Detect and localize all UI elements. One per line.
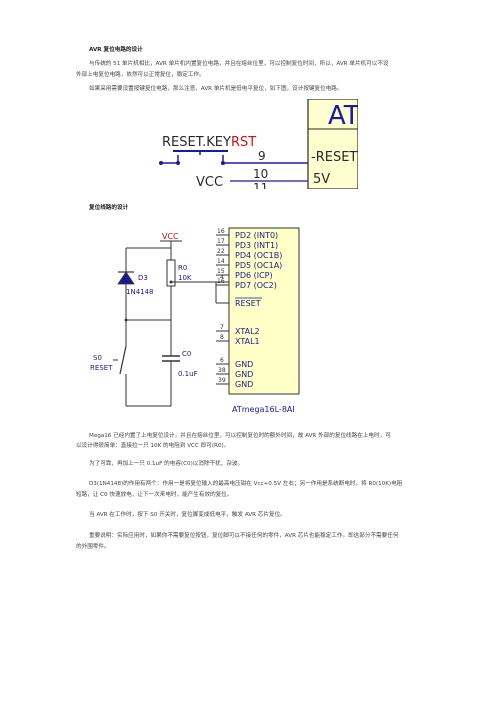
s0-label: S0 <box>93 354 102 362</box>
pin-label: PD4 (OC1B) <box>235 251 282 260</box>
r0-label: R0 <box>178 264 187 272</box>
xtal2-pin-number: 7 <box>220 324 224 331</box>
switch-s0-symbol <box>119 345 127 375</box>
pin-9: 9 <box>258 149 266 163</box>
doc-title: AVR 复位电路的设计 <box>89 47 143 53</box>
reset-pin-label: RESET <box>235 299 261 308</box>
reset-key-schematic: AT -RESET 5V RESET.KEY RST 9 10 11 VCC <box>159 98 360 195</box>
c0-label: C0 <box>182 350 191 358</box>
rst-net-label: RST <box>231 135 256 150</box>
reset-circuit-figure: VCC D3 1N4148 R0 10K S0 RESET C0 <box>86 224 302 416</box>
paragraph-6: 当 AVR 在工作时，按下 S0 开关时，复位脚变成低电平，触发 AVR 芯片复… <box>89 512 286 518</box>
port-d-pins: 16 17 22 14 15 16 PD2 (INT0) PD3 (INT1) … <box>216 228 282 290</box>
r0-value-label: 10K <box>178 274 192 282</box>
paragraph-1-line-1: 与传统的 51 单片机相比，AVR 单片机内置复位电路，并且在熔丝位里，可以控制… <box>89 61 389 67</box>
chip-reset-label: -RESET <box>311 150 357 165</box>
xtal1-pin-number: 8 <box>220 334 224 341</box>
reset-key-label: RESET.KEY <box>162 135 231 150</box>
switch-contact-right <box>221 161 225 165</box>
paragraph-3-line-2: 以设计得很简单：直接拉一只 10K 的电阻到 VCC 即可(R0)。 <box>76 443 230 449</box>
paragraph-2: 如果采用需要设置按键复位电路，那么注意，AVR 单片机是低电平复位，如下图，设计… <box>89 86 343 92</box>
pin-number: 16 <box>217 228 225 235</box>
paragraph-1-line-2: 外部上电复位电路，依然可以正常复位，稳定工作。 <box>76 72 205 78</box>
reset-circuit-schematic: VCC D3 1N4148 R0 10K S0 RESET C0 <box>90 227 300 414</box>
pin-label: PD5 (OC1A) <box>235 261 282 270</box>
reset-pin-number: 4 <box>220 274 224 281</box>
pin-label: PD2 (INT0) <box>235 231 278 240</box>
chip-block <box>307 98 359 190</box>
gnd-pin-label: GND <box>235 360 253 369</box>
s0-name-label: RESET <box>90 364 113 372</box>
xtal1-pin-label: XTAL1 <box>235 337 260 346</box>
gnd-pin-label: GND <box>235 370 253 379</box>
gnd-pin-number: 39 <box>218 377 226 384</box>
gnd-pin-number: 38 <box>218 367 226 374</box>
d3-label: D3 <box>138 274 148 282</box>
pin-number: 14 <box>217 258 225 265</box>
pin-number: 16 <box>217 278 225 285</box>
pin-label: PD7 (OC2) <box>235 281 277 290</box>
paragraph-3-line-1: Mega16 已经内置了上电复位设计，并且在熔丝位里，可以控制复位时的额外时间，… <box>89 433 391 439</box>
pin-number: 17 <box>217 238 225 245</box>
pin-11: 11 <box>253 181 268 189</box>
d3-part-label: 1N4148 <box>126 288 154 296</box>
chip-label: AT <box>328 101 358 131</box>
section-heading: 复位线路的设计 <box>89 205 129 211</box>
gnd-pin-label: GND <box>235 380 253 389</box>
chip-name-label: ATmega16L-8AI <box>232 405 295 414</box>
pin-label: PD6 (ICP) <box>235 271 273 280</box>
paragraph-5-line-1: D3(1N4148)的作用有两个：作用一是将复位输入的最高电压钳在 Vcc+0.… <box>89 481 403 487</box>
paragraph-7-line-1: 重要说明：实际应用时，如果你不需要复位按钮，复位脚可以不接任何的零件，AVR 芯… <box>89 533 399 539</box>
pin-number: 22 <box>217 248 225 255</box>
xtal2-pin-label: XTAL2 <box>235 327 260 336</box>
pin-label: PD3 (INT1) <box>235 241 278 250</box>
paragraph-5-line-2: 短路，让 C0 快速放电，让下一次来电时，能产生有效的复位。 <box>76 492 233 498</box>
chip-5v-label: 5V <box>313 172 330 187</box>
vcc-net-label: VCC <box>162 232 179 241</box>
vcc-label: VCC <box>196 175 223 189</box>
gnd-pin-number: 6 <box>220 357 224 364</box>
pin-number: 15 <box>217 268 225 275</box>
paragraph-4: 为了可靠，再加上一只 0.1uF 的电容(C0)以消除干扰、杂波。 <box>89 461 244 467</box>
reset-key-figure: AT -RESET 5V RESET.KEY RST 9 10 11 VCC <box>158 98 360 195</box>
diode-d3-symbol <box>117 271 135 285</box>
pin-10: 10 <box>253 167 268 181</box>
c0-value-label: 0.1uF <box>178 370 198 378</box>
paragraph-7-line-2: 的外围零件。 <box>76 544 110 550</box>
atmega16-chip <box>228 227 300 395</box>
switch-contact-left <box>176 161 180 165</box>
